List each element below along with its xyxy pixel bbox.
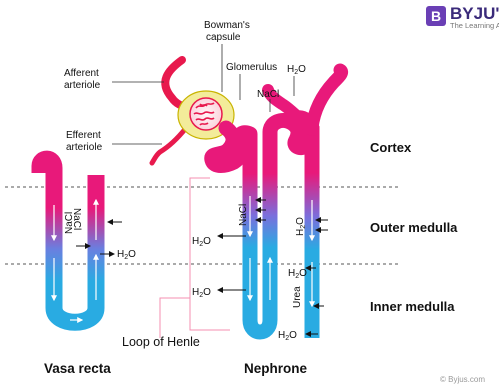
region-cortex-label: Cortex [370,140,412,155]
loop-of-henle-label: Loop of Henle [122,335,200,349]
cortex-nacl-label: NaCl [257,89,279,100]
efferent-arteriole-label-2: arteriole [66,142,103,153]
urea-label: Urea [292,286,303,308]
brand-logo-letter: B [431,8,441,24]
bowmans-capsule-label-1: Bowman's [204,20,250,31]
region-outer-medulla-label: Outer medulla [370,220,458,235]
vasa-h2o-label: H2O [117,249,136,261]
nephron: H2O H2O NaCl H2O H2O Urea H2O NaCl H2O [152,60,342,342]
duct-h2o-label: H2O [295,217,307,236]
ascending-nacl-label: NaCl [238,204,249,226]
vasa-recta-caption: Vasa recta [44,361,111,376]
vasa-recta: NaCl NaCl H2O [32,158,136,322]
duct-h2o-label-2: H2O [288,268,307,280]
loop-of-henle-leader [160,298,190,338]
region-inner-medulla-label: Inner medulla [370,299,455,314]
afferent-arteriole-label-1: Afferent [64,68,99,79]
vasa-recta-vessel [40,159,96,322]
bowmans-capsule-label-2: capsule [206,32,241,43]
vasa-nacl-label-2: NaCl [64,212,75,234]
descending-h2o-label: H2O [192,236,211,248]
duct-h2o-label-3: H2O [278,330,297,342]
brand-tagline: The Learning App [450,21,499,30]
credit-text: © Byjus.com [440,375,485,384]
afferent-arteriole-label-2: arteriole [64,80,101,91]
descending-h2o-label-2: H2O [192,287,211,299]
nephrone-caption: Nephrone [244,361,307,376]
efferent-arteriole [152,128,186,163]
glomerulus-label: Glomerulus [226,62,277,73]
brand-logo[interactable]: B BYJU'S The Learning App [426,4,499,30]
cortex-h2o-label: H2O [287,64,306,76]
loop-of-henle-bracket [190,178,230,330]
connecting-tubule [312,70,342,128]
efferent-arteriole-label-1: Efferent [66,130,101,141]
